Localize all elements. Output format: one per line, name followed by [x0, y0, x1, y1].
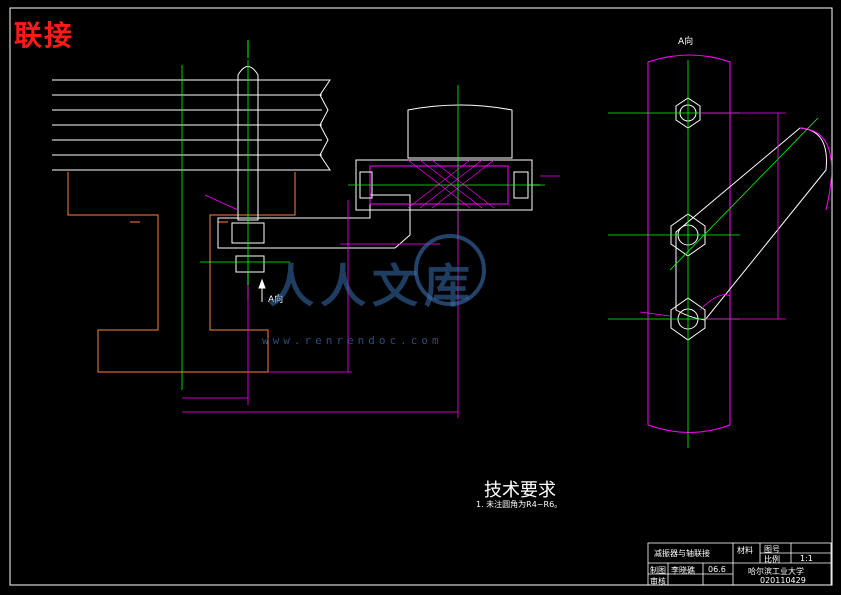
front-dimensions — [182, 175, 560, 418]
u-bolt — [237, 40, 259, 221]
title-block-material-label: 材料 — [737, 546, 753, 555]
view-arrow-label: A向 — [268, 295, 284, 305]
title-block-drawn-name: 李晓礁 — [671, 566, 695, 575]
title-block-scale-label: 比例 — [764, 555, 780, 564]
side-view — [608, 54, 833, 448]
tech-requirements-note: 1. 未注圆角为R4~R6。 — [476, 500, 563, 509]
title-block-drawing-no-label: 图号 — [764, 545, 780, 554]
leaf-spring — [52, 79, 331, 171]
title-block-scale-value: 1:1 — [800, 554, 813, 563]
watermark-text: 人人文库 — [268, 259, 476, 313]
title-block-drawn-label: 制图 — [650, 566, 666, 575]
watermark-url: www.renrendoc.com — [262, 334, 443, 347]
drawing-frame — [9, 7, 833, 586]
view-arrow — [258, 278, 266, 302]
front-centerlines — [181, 60, 545, 390]
tech-requirements-title: 技术要求 — [484, 480, 556, 501]
title-block-drawn-date: 06.6 — [708, 565, 726, 574]
title-block-drawing-name: 减振器与轴联接 — [654, 549, 710, 558]
watermark-emblem — [414, 234, 486, 306]
title-block-checked-label: 审核 — [650, 577, 666, 586]
axle-housing — [67, 172, 296, 373]
side-view-label: A向 — [678, 37, 694, 47]
arm-outline — [647, 54, 731, 433]
side-centerlines — [608, 60, 819, 448]
stamp-label: 联接 — [14, 19, 75, 52]
title-block-student-no: 020110429 — [760, 576, 806, 585]
bracket-plate — [217, 194, 411, 249]
title-block-school: 哈尔滨工业大学 — [748, 567, 804, 576]
front-view — [52, 40, 560, 418]
link-plate — [675, 127, 827, 321]
side-dimensions — [639, 112, 786, 320]
shock-eye — [355, 104, 540, 211]
title-block — [647, 542, 832, 586]
